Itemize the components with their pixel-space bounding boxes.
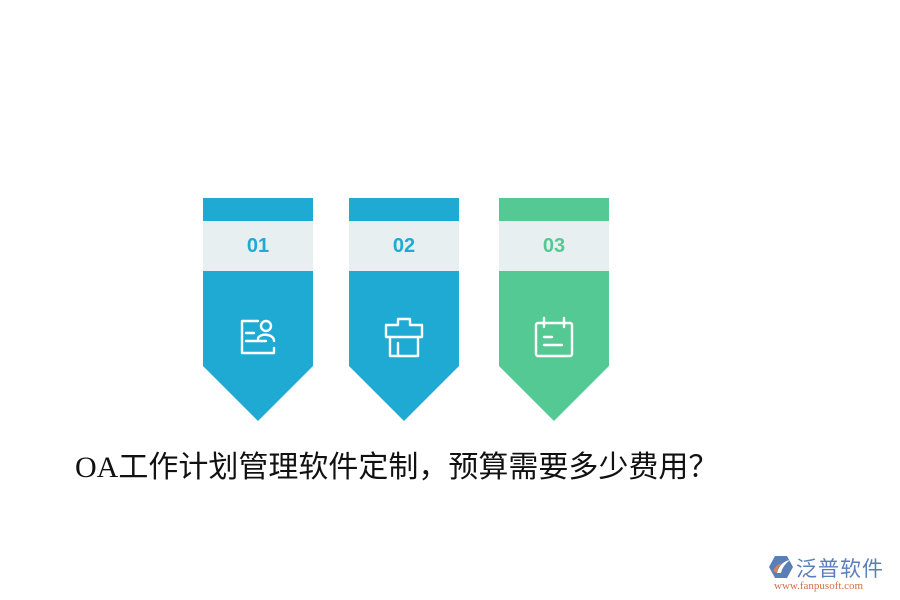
step-number: 02: [392, 234, 416, 257]
brand-logo[interactable]: 泛普软件 www.fanpusoft.com: [768, 553, 893, 593]
brand-name: 泛普软件: [796, 557, 884, 581]
page-title: OA工作计划管理软件定制，预算需要多少费用？: [75, 451, 719, 484]
step-number: 01: [246, 234, 270, 257]
box-package-icon: [384, 317, 424, 358]
step-card-01: 01: [203, 198, 313, 421]
brand-url[interactable]: www.fanpusoft.com: [774, 580, 864, 592]
step-number-band: 01: [203, 221, 313, 271]
step-number-band: 02: [349, 221, 459, 271]
step-number: 03: [542, 234, 566, 257]
step-number-band: 03: [499, 221, 609, 271]
brand-mark-icon: [769, 556, 793, 578]
user-document-icon: [240, 319, 276, 355]
calendar-note-icon: [534, 316, 574, 358]
step-card-03: 03: [499, 198, 609, 421]
step-card-02: 02: [349, 198, 459, 421]
